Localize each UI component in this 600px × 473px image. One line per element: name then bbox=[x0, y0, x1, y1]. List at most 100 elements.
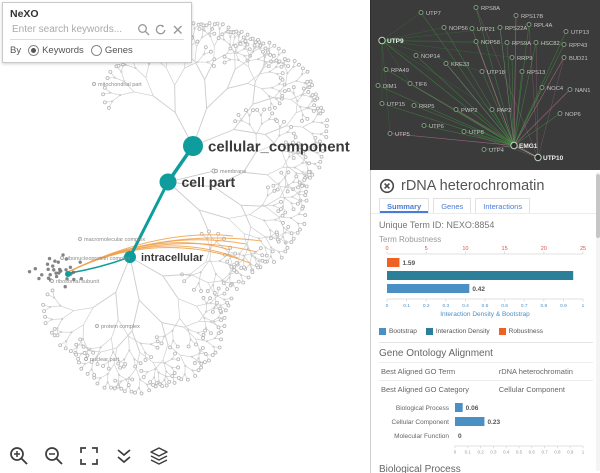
gene-node[interactable] bbox=[557, 111, 563, 116]
gene-node-label[interactable]: PAP2 bbox=[497, 108, 511, 114]
gene-node[interactable] bbox=[534, 153, 542, 162]
gene-node[interactable] bbox=[413, 53, 419, 58]
tree-node[interactable] bbox=[183, 136, 203, 156]
tree-term-label[interactable]: ribosomal subunit bbox=[56, 279, 100, 285]
gene-node-label[interactable]: KRE33 bbox=[451, 62, 469, 68]
gene-node[interactable] bbox=[489, 107, 495, 112]
gene-node[interactable] bbox=[473, 39, 479, 44]
tree-term-label[interactable]: nuclear part bbox=[90, 357, 120, 363]
gene-node-label[interactable]: UTP7 bbox=[426, 11, 441, 17]
tree-node-label[interactable]: cellular_component bbox=[208, 138, 350, 155]
gene-node-label[interactable]: HSC82 bbox=[541, 41, 560, 47]
zoom-in-button[interactable] bbox=[6, 443, 32, 469]
gene-node[interactable] bbox=[375, 83, 381, 88]
tree-term-label[interactable]: mitochondrial part bbox=[98, 82, 142, 88]
clear-icon[interactable] bbox=[171, 23, 184, 36]
gene-node[interactable] bbox=[411, 103, 417, 108]
tree-node-label[interactable]: intracellular bbox=[141, 252, 204, 264]
gene-node-label[interactable]: NOP56 bbox=[449, 26, 468, 32]
gene-node[interactable] bbox=[561, 42, 567, 47]
gene-node[interactable] bbox=[383, 67, 389, 72]
gene-node-label[interactable]: EMG1 bbox=[519, 143, 538, 150]
gene-node-label[interactable]: NOC4 bbox=[547, 86, 564, 92]
detail-scrollbar[interactable] bbox=[596, 172, 600, 471]
gene-node[interactable] bbox=[418, 10, 424, 15]
gene-node[interactable] bbox=[378, 36, 386, 45]
fit-view-button[interactable] bbox=[76, 443, 102, 469]
gene-node[interactable] bbox=[443, 61, 449, 66]
gene-node[interactable] bbox=[497, 25, 503, 30]
gene-node-label[interactable]: UTP6 bbox=[429, 124, 444, 130]
gene-node-label[interactable]: UTP4 bbox=[489, 148, 505, 154]
gene-node-label[interactable]: RPP43 bbox=[569, 43, 587, 49]
gene-node[interactable] bbox=[379, 101, 385, 106]
gene-node[interactable] bbox=[441, 25, 447, 30]
gene-node-label[interactable]: UTP21 bbox=[477, 27, 495, 33]
gene-node[interactable] bbox=[421, 123, 427, 128]
gene-node-label[interactable]: RPL4A bbox=[534, 23, 553, 29]
collapse-tree-button[interactable] bbox=[111, 443, 137, 469]
gene-node-label[interactable]: RPS17B bbox=[521, 14, 543, 20]
gene-node[interactable] bbox=[510, 141, 518, 150]
gene-node-label[interactable]: UTP15 bbox=[387, 102, 405, 108]
gene-node[interactable] bbox=[407, 81, 413, 86]
gene-node-label[interactable]: UTP5 bbox=[395, 132, 410, 138]
gene-node[interactable] bbox=[519, 69, 525, 74]
gene-node[interactable] bbox=[533, 40, 539, 45]
gene-node-label[interactable]: UTP13 bbox=[571, 30, 589, 36]
search-icon[interactable] bbox=[137, 23, 150, 36]
tree-node[interactable] bbox=[124, 251, 136, 263]
gene-node[interactable] bbox=[504, 40, 510, 45]
gene-node[interactable] bbox=[387, 131, 393, 136]
gene-node[interactable] bbox=[526, 22, 532, 27]
gene-node-label[interactable]: DIM1 bbox=[383, 84, 397, 90]
gene-node-label[interactable]: RPA49 bbox=[391, 68, 409, 74]
gene-node[interactable] bbox=[567, 87, 573, 92]
radio-circle[interactable] bbox=[28, 45, 40, 56]
gene-node[interactable] bbox=[461, 129, 467, 134]
gene-node-label[interactable]: TIF6 bbox=[415, 82, 427, 88]
layers-button[interactable] bbox=[146, 443, 172, 469]
gene-node-label[interactable]: RPS13 bbox=[527, 70, 545, 76]
gene-network-canvas[interactable]: UTP7 RPS8A RPS17B NOP56 UTP21 RPS22A RPL4A UTP1… bbox=[371, 0, 600, 170]
gene-node-label[interactable]: UTP10 bbox=[543, 155, 564, 162]
gene-node-label[interactable]: UTP18 bbox=[487, 70, 505, 76]
gene-node[interactable] bbox=[479, 69, 485, 74]
radio-genes[interactable]: Genes bbox=[90, 45, 133, 56]
gene-node-label[interactable]: RPS8A bbox=[481, 6, 500, 12]
gene-node[interactable] bbox=[563, 29, 569, 34]
gene-node-label[interactable]: NOP14 bbox=[421, 54, 441, 60]
gene-node-label[interactable]: RRP9 bbox=[517, 56, 532, 62]
tree-node-label[interactable]: cell part bbox=[182, 174, 236, 190]
gene-node[interactable] bbox=[561, 55, 567, 60]
gene-node[interactable] bbox=[539, 85, 545, 90]
tree-term-label[interactable]: macromolecular complex bbox=[84, 237, 145, 243]
radio-keywords[interactable]: Keywords bbox=[28, 45, 84, 56]
zoom-out-button[interactable] bbox=[41, 443, 67, 469]
gene-node[interactable] bbox=[473, 5, 479, 10]
tree-node[interactable] bbox=[159, 173, 177, 191]
gene-node[interactable] bbox=[453, 107, 459, 112]
tab-summary[interactable]: Summary bbox=[379, 198, 430, 213]
tree-term-label[interactable]: protein complex bbox=[101, 324, 140, 330]
close-term-icon[interactable] bbox=[379, 178, 395, 194]
gene-node[interactable] bbox=[509, 55, 515, 60]
gene-node[interactable] bbox=[513, 13, 519, 18]
tree-term-label[interactable]: ribonucleoprotein complex bbox=[66, 256, 130, 262]
gene-node-label[interactable]: RPS22A bbox=[505, 26, 527, 32]
gene-node-label[interactable]: RRP5 bbox=[419, 104, 434, 110]
gene-node-label[interactable]: BUD21 bbox=[569, 56, 588, 62]
gene-node-label[interactable]: NAN1 bbox=[575, 88, 590, 94]
gene-node[interactable] bbox=[469, 26, 475, 31]
tab-interactions[interactable]: Interactions bbox=[475, 198, 531, 213]
tree-term-label[interactable]: membrane bbox=[220, 169, 246, 175]
gene-node-label[interactable]: PWP2 bbox=[461, 108, 477, 114]
gene-node-label[interactable]: NOP6 bbox=[565, 112, 581, 118]
search-input[interactable] bbox=[10, 23, 137, 36]
tab-genes[interactable]: Genes bbox=[433, 198, 472, 213]
gene-node-label[interactable]: NOP58 bbox=[481, 40, 500, 46]
radio-circle[interactable] bbox=[90, 45, 102, 56]
reset-icon[interactable] bbox=[154, 23, 167, 36]
gene-node[interactable] bbox=[481, 147, 487, 152]
